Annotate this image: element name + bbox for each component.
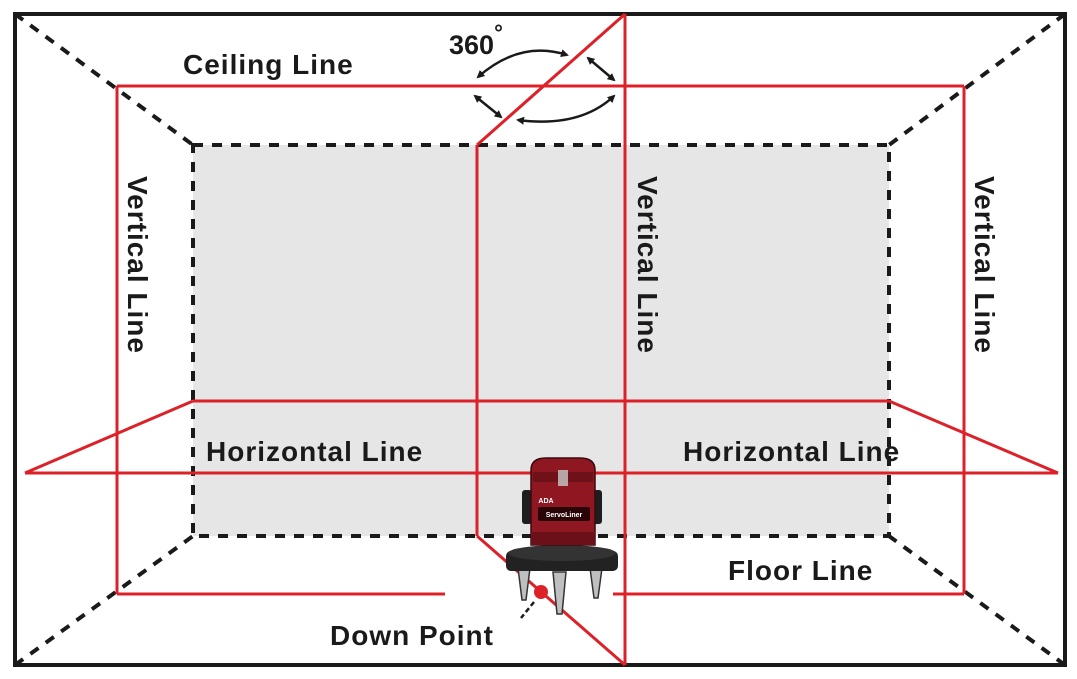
ceiling-line-label: Ceiling Line: [183, 49, 354, 80]
device-bottom-band: [531, 532, 595, 545]
horizontal-left-wall-line: [24, 399, 194, 475]
horizontal-right-wall-line: [888, 399, 1059, 475]
rotation-value: 360: [449, 30, 494, 60]
rotation-arrow-lower: [516, 94, 616, 125]
room-frame: [13, 12, 1067, 667]
vertical-line-label-center: Vertical Line: [632, 176, 663, 354]
edge-top-left: [13, 12, 195, 147]
rotation-arrow-left: [473, 94, 503, 119]
device-window-center: [558, 470, 568, 486]
rotation-arrow-right: [586, 56, 616, 82]
edge-bottom-left: [13, 534, 195, 667]
laser-level-device: ADA ServoLiner: [506, 457, 618, 615]
down-point-dot: [534, 585, 548, 599]
rotation-unit: °: [494, 20, 503, 45]
edge-bottom-right: [887, 534, 1067, 667]
device-brand-mark: ADA: [538, 498, 553, 505]
down-point-pointer: [520, 601, 535, 619]
horizontal-line-label-right: Horizontal Line: [683, 436, 900, 467]
device-handle-left: [522, 490, 532, 524]
device-label-plate: [538, 507, 590, 521]
rotation-label: 360°: [449, 20, 503, 60]
device-model-name: ServoLiner: [546, 512, 583, 519]
edge-top-right: [887, 12, 1067, 147]
down-point-label: Down Point: [330, 620, 494, 651]
vertical-line-label-left: Vertical Line: [122, 176, 153, 354]
rotation-arrow-upper: [476, 49, 569, 79]
horizontal-line-label-left: Horizontal Line: [206, 436, 423, 467]
rotation-arrows: [473, 49, 616, 125]
center-vertical-diagonal-floor: [476, 534, 626, 667]
floor-line-label: Floor Line: [728, 555, 873, 586]
vertical-line-label-right: Vertical Line: [969, 176, 1000, 354]
device-legs: [517, 567, 603, 615]
center-vertical-diagonal-top: [476, 12, 626, 147]
